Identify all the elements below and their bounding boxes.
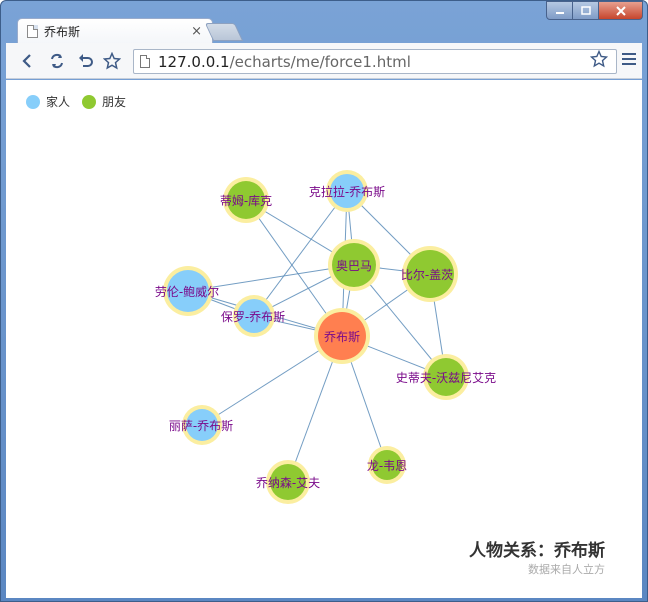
reload-button[interactable] [46, 50, 68, 72]
node-label: 乔纳森-艾夫 [256, 475, 320, 490]
menu-button[interactable] [622, 53, 636, 67]
chart-title: 人物关系：乔布斯 [469, 541, 605, 561]
minimize-button[interactable] [546, 1, 573, 20]
graph-node[interactable]: 龙-韦恩 [367, 446, 407, 484]
node-circle[interactable] [372, 450, 402, 480]
node-label: 奥巴马 [336, 259, 372, 273]
node-circle[interactable] [406, 250, 454, 298]
legend-item-family[interactable]: 家人 [26, 93, 70, 110]
undo-icon [79, 54, 93, 67]
legend-label: 朋友 [102, 95, 127, 109]
page-icon [27, 25, 38, 38]
node-label: 史蒂夫-沃兹尼艾克 [396, 371, 496, 385]
graph-link [253, 190, 348, 317]
url-host: 127.0.0.1 [158, 52, 230, 71]
menu-icon-bar [622, 53, 636, 55]
node-label: 克拉拉-乔布斯 [309, 184, 385, 199]
close-icon [615, 5, 626, 16]
node-circle[interactable] [332, 243, 376, 287]
browser-tab[interactable]: 乔布斯 × [17, 18, 213, 44]
reload-icon [51, 53, 63, 69]
graph-node[interactable]: 比尔-盖茨 [401, 246, 458, 302]
node-label: 龙-韦恩 [367, 459, 407, 473]
node-circle[interactable] [237, 299, 271, 333]
address-bar[interactable]: 127.0.0.1/echarts/me/force1.html [133, 49, 617, 74]
browser-toolbar: 127.0.0.1/echarts/me/force1.html [6, 43, 642, 79]
node-label: 保罗-乔布斯 [221, 310, 285, 324]
node-label: 劳伦-鲍威尔 [155, 284, 219, 299]
star-icon [589, 49, 609, 68]
graph-node[interactable]: 史蒂夫-沃兹尼艾克 [396, 354, 496, 400]
undo-button[interactable] [74, 50, 96, 72]
graph-link [187, 264, 355, 292]
node-label: 蒂姆-库克 [220, 193, 272, 208]
graph-node[interactable]: 劳伦-鲍威尔 [155, 266, 219, 316]
graph-node[interactable]: 乔纳森-艾夫 [256, 460, 320, 504]
title-bar: 乔布斯 × [1, 1, 647, 44]
maximize-button[interactable] [573, 1, 599, 20]
bookmark-star-button[interactable] [101, 50, 123, 72]
node-circle[interactable] [227, 181, 265, 219]
back-arrow-icon [22, 54, 31, 68]
menu-icon-bar [622, 58, 636, 60]
minimize-icon [555, 11, 564, 14]
menu-icon-bar [622, 63, 636, 65]
tab-title: 乔布斯 [44, 25, 81, 39]
node-label: 乔布斯 [324, 330, 360, 344]
graph-node[interactable]: 奥巴马 [328, 239, 380, 291]
bookmark-page-icon[interactable] [589, 49, 609, 73]
node-circle[interactable] [167, 270, 209, 312]
node-label: 丽萨-乔布斯 [169, 419, 233, 433]
close-window-button[interactable] [599, 1, 643, 20]
star-icon [103, 52, 121, 70]
legend-marker [26, 94, 40, 109]
graph-node[interactable]: 乔布斯 [314, 308, 370, 364]
page-content: 家人 朋友 乔布斯丽萨-乔布斯 保罗-乔布斯 克拉拉-乔布斯劳伦-鲍威尔史蒂夫-沃兹… [6, 80, 642, 598]
chart-subtitle: 数据来自人立方 [528, 563, 605, 576]
graph-node[interactable]: 保罗-乔布斯 [221, 295, 285, 337]
node-circle[interactable] [427, 358, 465, 396]
node-circle[interactable] [330, 174, 364, 208]
node-label: 比尔-盖茨 [401, 267, 453, 282]
close-tab-icon[interactable]: × [191, 24, 202, 39]
window-controls [546, 1, 643, 20]
maximize-icon [580, 5, 591, 15]
node-circle[interactable] [270, 464, 306, 500]
url-text[interactable]: 127.0.0.1/echarts/me/force1.html [158, 53, 590, 71]
graph-node[interactable]: 丽萨-乔布斯 [169, 405, 233, 445]
url-path: /echarts/me/force1.html [229, 52, 411, 71]
legend-item-friends[interactable]: 朋友 [82, 93, 126, 110]
legend-marker [82, 94, 97, 109]
chart-legend: 家人 朋友 [26, 93, 138, 110]
page-icon [140, 55, 150, 68]
graph-node[interactable]: 蒂姆-库克 [220, 177, 272, 223]
back-button[interactable] [16, 50, 38, 72]
node-circle[interactable] [186, 409, 218, 441]
graph-node[interactable]: 克拉拉-乔布斯 [309, 170, 385, 212]
legend-label: 家人 [46, 95, 71, 109]
node-circle[interactable] [318, 312, 366, 360]
